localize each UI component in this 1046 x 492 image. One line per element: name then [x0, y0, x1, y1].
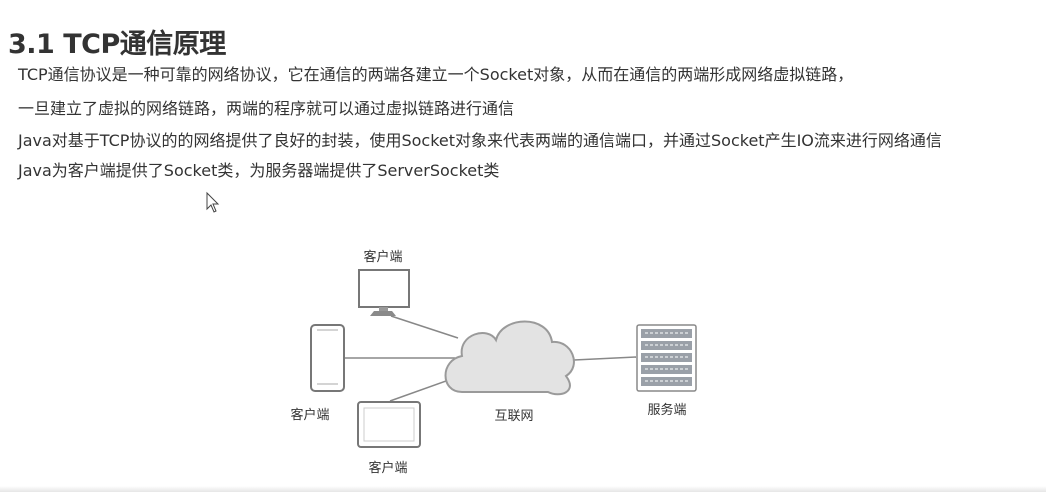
- internet-label: 互联网: [494, 409, 533, 424]
- server-icon: [636, 324, 697, 392]
- paragraph-2: 一旦建立了虚拟的网络链路，两端的程序就可以通过虚拟链路进行通信: [18, 99, 515, 118]
- cloud-icon: [444, 320, 575, 396]
- paragraph-3: Java对基于TCP协议的的网络提供了良好的封装，使用Socket对象来代表两端…: [18, 131, 942, 150]
- client-bottom-label: 客户端: [368, 460, 407, 476]
- paragraph-4: Java为客户端提供了Socket类，为服务器端提供了ServerSocket类: [18, 161, 500, 180]
- bottom-shade: [0, 486, 1046, 492]
- server-label: 服务端: [647, 402, 686, 418]
- client-top-label: 客户端: [363, 249, 402, 265]
- link-cloud-server: [573, 356, 637, 361]
- client-left-label: 客户端: [290, 407, 329, 423]
- mouse-cursor-icon: [206, 191, 220, 213]
- paragraph-1: TCP通信协议是一种可靠的网络协议，它在通信的两端各建立一个Socket对象，从…: [18, 65, 854, 84]
- tablet-icon: [357, 401, 421, 448]
- page-title: 3.1 TCP通信原理: [8, 29, 226, 61]
- link-monitor-cloud: [390, 315, 459, 339]
- phone-icon: [310, 324, 345, 392]
- monitor-icon: [358, 269, 410, 316]
